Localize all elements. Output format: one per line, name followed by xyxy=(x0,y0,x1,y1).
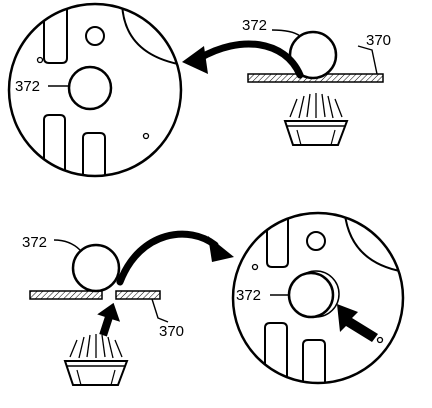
burner-top xyxy=(283,120,349,146)
arrow-to-top-inset xyxy=(196,40,304,79)
heat-lines-bottom xyxy=(69,334,123,359)
bottom-rail-assembly: 372 370 xyxy=(22,230,234,386)
label-inset-bottom-roller: 372 xyxy=(236,287,261,304)
roller-bottom xyxy=(71,243,121,293)
label-rail-top: 370 xyxy=(366,32,391,49)
top-inset: 372 xyxy=(7,2,183,178)
burner-bottom xyxy=(63,360,129,386)
inset-bottom-roller xyxy=(287,271,335,319)
arrow-up-bottom xyxy=(97,302,121,337)
top-rail-assembly: 370 372 xyxy=(182,17,391,146)
label-rail-bottom: 370 xyxy=(159,323,184,340)
inset-top-roller xyxy=(67,65,113,111)
heat-lines-top xyxy=(289,93,343,119)
label-roller-bottom: 372 xyxy=(22,234,47,251)
arrow-pointer-bottom-inset xyxy=(337,304,378,342)
label-inset-top-roller: 372 xyxy=(15,78,40,95)
bottom-inset: 372 xyxy=(231,211,405,385)
rail-bottom xyxy=(115,290,161,300)
label-roller-top: 372 xyxy=(242,17,267,34)
arrow-to-bottom-inset xyxy=(116,230,219,286)
